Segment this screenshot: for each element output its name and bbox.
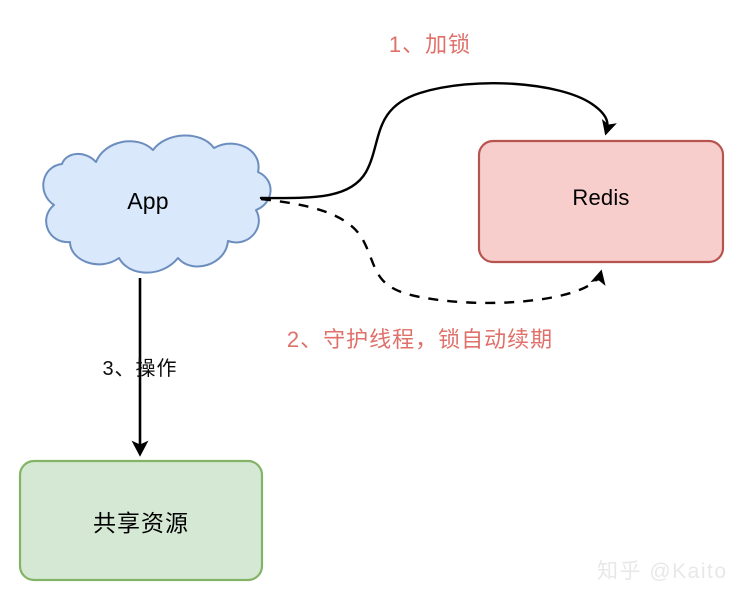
node-app-cloud[interactable] [42,134,272,274]
edge-daemon-path[interactable] [260,197,606,305]
node-shared-resource-box[interactable] [18,459,264,582]
edge-lock-path[interactable] [259,82,617,200]
watermark: 知乎 @Kaito [597,560,728,583]
edge-lock-label: 1、加锁 [388,32,472,57]
edge-daemon-label: 2、守护线程，锁自动续期 [286,327,554,352]
edge-operate-label: 3、操作 [102,358,178,380]
node-redis-box[interactable] [477,139,725,264]
